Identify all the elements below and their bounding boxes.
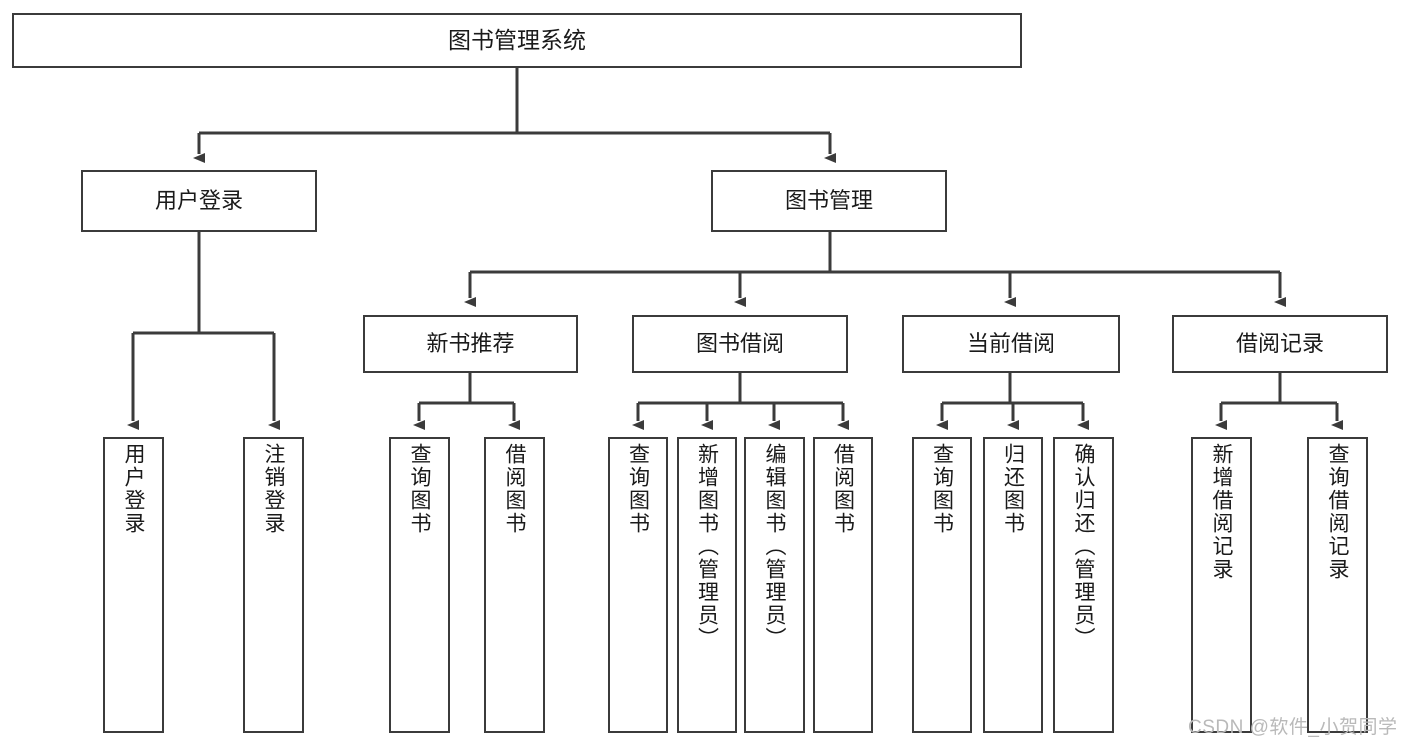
node-recommend-query-book[interactable]: 查询图书 [389,437,450,733]
node-label: 查询借阅记录 [1326,443,1349,581]
node-label: 查询图书 [930,443,954,535]
node-label: 用户登录 [154,188,243,214]
node-records-add-record[interactable]: 新增借阅记录 [1191,437,1252,733]
node-label: 图书借阅 [695,331,784,357]
node-label: 借阅记录 [1235,331,1324,357]
node-label: 新增图书（管理员） [695,443,719,650]
node-current-return-book[interactable]: 归还图书 [983,437,1043,733]
node-records-query-record[interactable]: 查询借阅记录 [1307,437,1368,733]
node-borrow-add-book[interactable]: 新增图书（管理员） [677,437,737,733]
node-borrow-records[interactable]: 借阅记录 [1172,315,1388,373]
node-current-borrow[interactable]: 当前借阅 [902,315,1120,373]
node-label: 当前借阅 [966,331,1055,357]
csdn-watermark: CSDN @软件_小贺同学 [1188,717,1398,738]
node-system-root[interactable]: 图书管理系统 [12,13,1022,68]
node-recommend-borrow-book[interactable]: 借阅图书 [484,437,545,733]
node-label: 图书管理系统 [448,27,586,54]
node-borrow-borrow-book[interactable]: 借阅图书 [813,437,873,733]
node-label: 新增借阅记录 [1210,443,1233,581]
node-new-book-recommend[interactable]: 新书推荐 [363,315,578,373]
node-label: 注销登录 [262,443,285,535]
node-user-login[interactable]: 用户登录 [81,170,317,232]
node-label: 借阅图书 [503,443,526,535]
node-label: 查询图书 [626,443,650,535]
node-current-confirm-return[interactable]: 确认归还（管理员） [1053,437,1114,733]
node-label: 借阅图书 [831,443,855,535]
node-book-borrow[interactable]: 图书借阅 [632,315,848,373]
node-label: 归还图书 [1001,443,1025,535]
node-label: 编辑图书（管理员） [763,443,786,650]
node-label: 用户登录 [122,443,145,535]
node-current-query-book[interactable]: 查询图书 [912,437,972,733]
node-borrow-query-book[interactable]: 查询图书 [608,437,668,733]
node-label: 新书推荐 [426,331,515,357]
node-user-login-login[interactable]: 用户登录 [103,437,164,733]
node-label: 查询图书 [408,443,431,535]
node-label: 图书管理 [784,188,873,214]
node-borrow-edit-book[interactable]: 编辑图书（管理员） [744,437,805,733]
node-label: 确认归还（管理员） [1072,443,1095,650]
node-user-login-logout[interactable]: 注销登录 [243,437,304,733]
node-book-management[interactable]: 图书管理 [711,170,947,232]
